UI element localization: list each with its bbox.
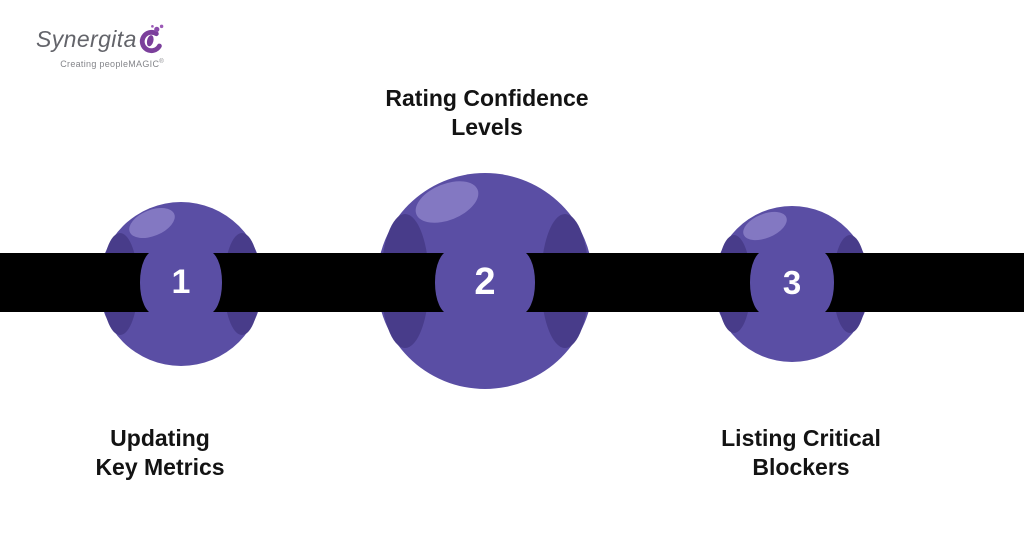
step-2-label-line1: Rating Confidence [385,85,589,111]
step-3-number: 3 [782,263,802,301]
synergita-logo: Synergita Creating peopleMAGIC® [36,24,164,70]
step-1-label-line1: Updating [110,425,210,451]
bead-step-3: 3 [714,206,870,362]
step-2-label: Rating Confidence Levels [357,84,617,142]
step-2-label-line2: Levels [451,114,523,140]
bead-step-1: 1 [99,201,263,366]
step-2-number: 2 [474,261,496,303]
bead-2-center-band [435,251,535,314]
trademark-symbol: ® [159,59,164,65]
logo-tagline-text: Creating peopleMAGIC [60,59,160,69]
step-3-label-line2: Blockers [752,454,850,480]
bead-3-center-band [750,251,834,314]
logo-row: Synergita [36,24,164,56]
bead-step-2: 2 [377,172,593,389]
step-1-label: Updating Key Metrics [60,424,260,482]
synergita-flame-swirl-icon [139,24,164,54]
brand-wordmark: Synergita [36,26,137,52]
step-1-number: 1 [171,263,191,301]
bead-1-center-band [140,251,222,314]
step-1-label-line2: Key Metrics [95,454,225,480]
logo-tagline: Creating peopleMAGIC® [36,57,164,70]
step-3-label: Listing Critical Blockers [701,424,901,482]
step-3-label-line1: Listing Critical [721,425,881,451]
